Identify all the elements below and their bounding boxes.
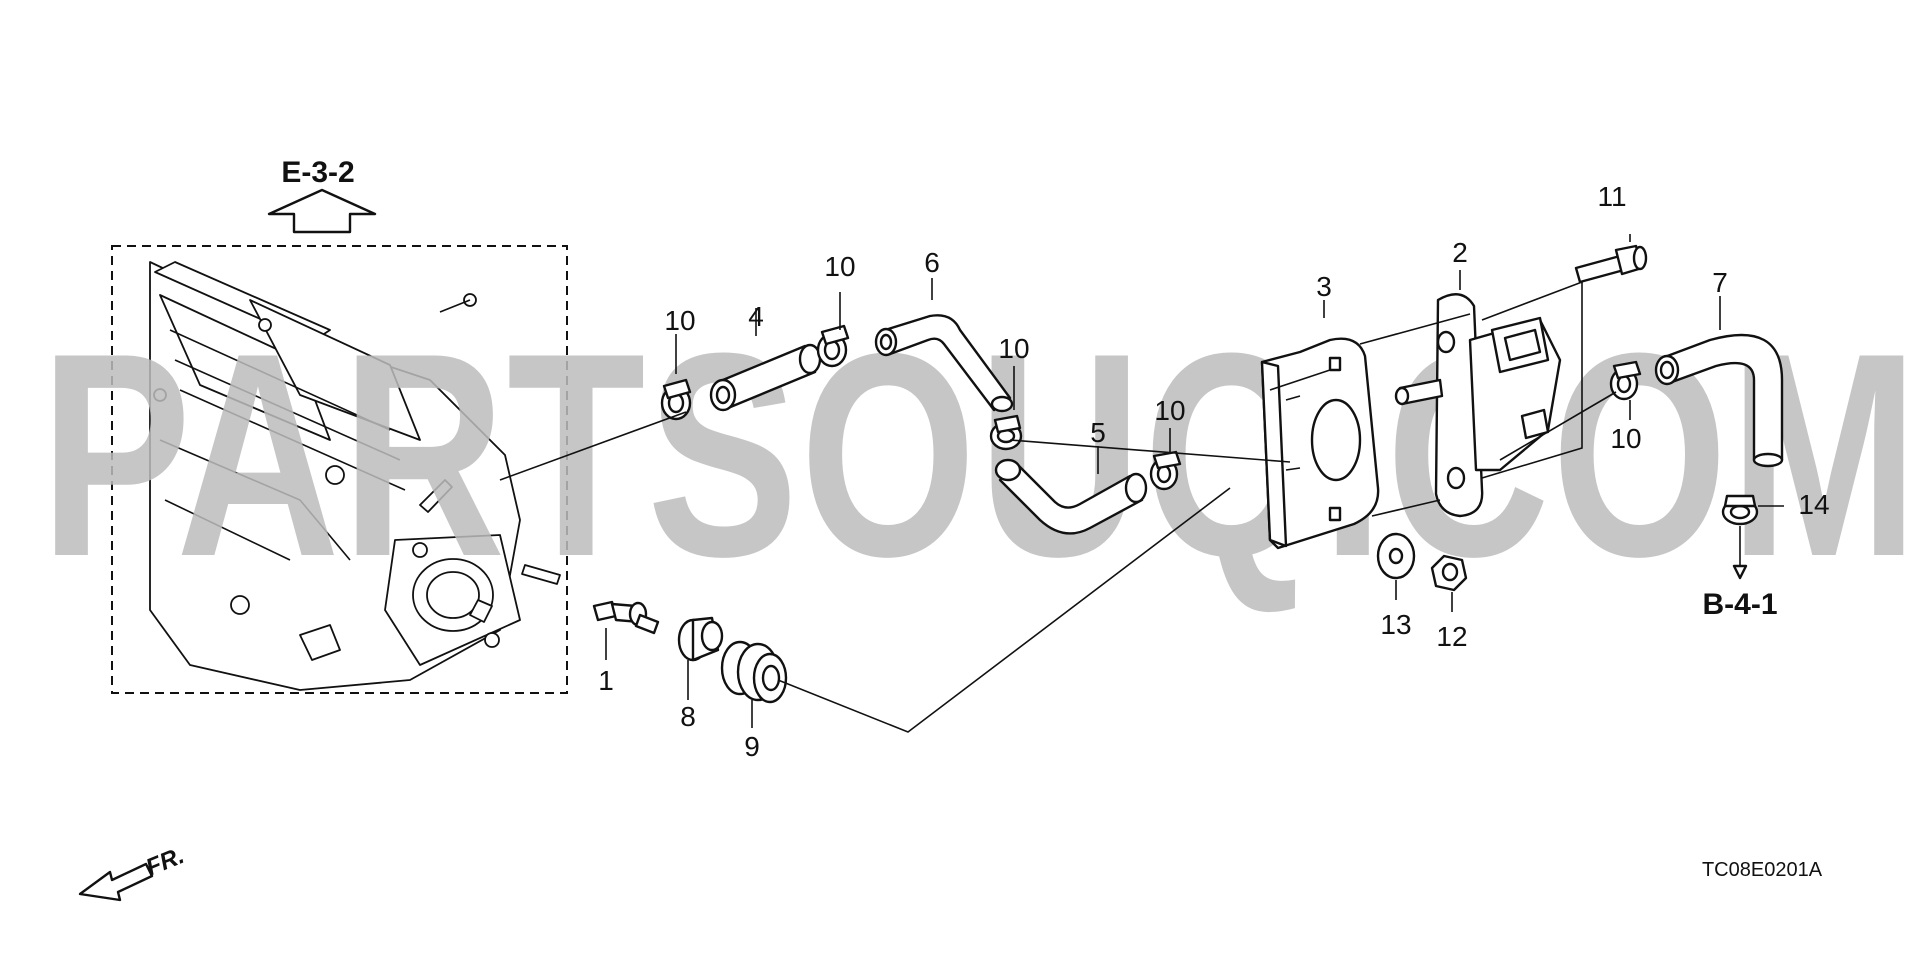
label-part-13: 13 — [1380, 609, 1411, 640]
part-7-hose[interactable] — [1654, 333, 1784, 468]
up-arrow-icon — [267, 188, 377, 234]
part-8-bushing[interactable] — [677, 616, 724, 662]
part-10-clamp-b[interactable] — [816, 324, 850, 368]
part-10-clamp-e[interactable] — [1609, 360, 1642, 401]
part-10-clamp-c[interactable] — [989, 414, 1023, 451]
watermark-text: PARTSOUQ.COM — [40, 293, 1920, 617]
label-part-10-c: 10 — [998, 333, 1029, 364]
part-2-solenoid-valve[interactable] — [1394, 293, 1562, 518]
part-10-clamp-a[interactable] — [660, 378, 692, 421]
label-part-3: 3 — [1316, 271, 1332, 302]
label-part-1: 1 — [598, 665, 614, 696]
intake-manifold-drawing — [149, 261, 561, 691]
part-12-nut[interactable] — [1430, 554, 1468, 592]
label-part-10-e: 10 — [1610, 423, 1641, 454]
part-4-hose[interactable] — [709, 343, 822, 412]
label-part-14: 14 — [1798, 489, 1829, 520]
front-direction-indicator: FR. — [78, 842, 188, 902]
label-part-10-b: 10 — [824, 251, 855, 282]
label-part-10-a: 10 — [664, 305, 695, 336]
part-10-clamp-d[interactable] — [1149, 450, 1182, 491]
part-14-clamp[interactable] — [1721, 494, 1759, 526]
engine-detail-frame — [111, 245, 568, 694]
part-13-washer[interactable] — [1376, 532, 1416, 580]
part-11-bolt[interactable] — [1574, 244, 1648, 284]
part-5-hose[interactable] — [994, 458, 1148, 535]
label-part-6: 6 — [924, 247, 940, 278]
label-part-12: 12 — [1436, 621, 1467, 652]
part-9-grommet[interactable] — [720, 640, 788, 704]
label-part-8: 8 — [680, 701, 696, 732]
part-3-gasket[interactable] — [1260, 337, 1380, 550]
label-part-11: 11 — [1597, 181, 1626, 212]
label-part-7: 7 — [1712, 267, 1728, 298]
drawing-code: TC08E0201A — [1702, 859, 1823, 881]
ref-b-4-1[interactable]: B-4-1 — [1702, 588, 1777, 621]
label-part-10-d: 10 — [1154, 395, 1185, 426]
label-part-4: 4 — [748, 301, 764, 332]
front-arrow-icon — [78, 862, 154, 902]
ref-e-3-2[interactable]: E-3-2 — [281, 156, 354, 189]
label-part-5: 5 — [1090, 417, 1106, 448]
front-label: FR. — [142, 842, 188, 882]
leader-lines — [499, 234, 1784, 733]
part-1-stud-bolt[interactable] — [592, 600, 660, 635]
part-6-hose[interactable] — [874, 314, 1014, 413]
down-arrow-icon — [1732, 564, 1748, 580]
label-part-2: 2 — [1452, 237, 1468, 268]
label-part-9: 9 — [744, 731, 760, 762]
